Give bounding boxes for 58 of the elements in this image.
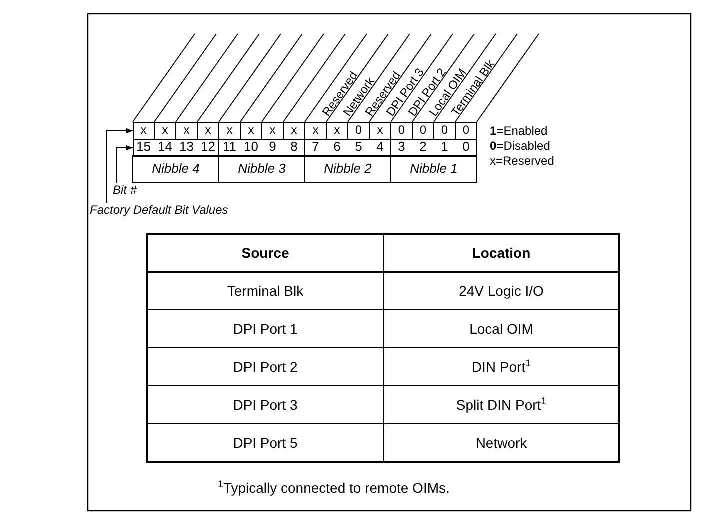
- bit-number: 4: [376, 140, 385, 154]
- bit-default-value: x: [376, 123, 384, 137]
- bit-default-value: x: [247, 123, 256, 137]
- bit-number: 12: [200, 140, 216, 154]
- bit-default-value: x: [333, 123, 342, 137]
- table-cell-text: Split DIN Port$^{1}$: [455, 398, 548, 412]
- table-header: Source: [240, 246, 290, 260]
- bit-number: 6: [332, 140, 342, 154]
- table-cell-text: Network: [474, 436, 528, 450]
- bit-default-value: x: [268, 123, 277, 137]
- bit-default-value: x: [312, 123, 320, 137]
- table-cell-text: DPI Port 3: [232, 398, 299, 412]
- table-cell-text: 24V Logic I/O: [458, 284, 545, 298]
- leader-text: Bit #: [113, 183, 138, 197]
- table-cell-text: DPI Port 5: [232, 436, 299, 450]
- bit-default-value: x: [140, 123, 148, 137]
- bit-default-value: 0: [397, 123, 406, 137]
- footnote: $^{1}$Typically connected to remote OIMs.: [218, 481, 450, 495]
- bit-number: 9: [268, 140, 278, 154]
- nibble-label: Nibble 1: [409, 162, 459, 176]
- bit-default-value: 0: [462, 123, 471, 137]
- bit-number: 15: [136, 140, 152, 154]
- leader-arrow: [106, 128, 134, 204]
- leader-text: Factory Default Bit Values: [90, 203, 228, 217]
- legend-entry: 1=Enabled: [490, 124, 548, 138]
- bit-default-value: x: [161, 123, 170, 137]
- bit-default-value: x: [182, 123, 191, 137]
- bit-number: 2: [418, 140, 428, 154]
- bit-number: 10: [243, 140, 260, 154]
- bit-number: 0: [462, 140, 471, 154]
- legend-entry: 0=Disabled: [490, 139, 550, 153]
- bit-value-row: [133, 122, 477, 140]
- bit-number: 14: [157, 140, 174, 154]
- bit-default-value: 0: [418, 123, 428, 137]
- nibble-label: Nibble 4: [151, 162, 201, 176]
- nibble-label: Nibble 2: [323, 162, 373, 176]
- table-cell-text: DIN Port$^{1}$: [470, 360, 532, 374]
- bit-number: 8: [290, 140, 299, 154]
- table-header: Location: [471, 246, 532, 260]
- table-cell-text: DPI Port 2: [232, 360, 299, 374]
- bit-number-row: [133, 139, 477, 157]
- bit-number: 13: [178, 140, 195, 154]
- bit-default-value: x: [226, 123, 234, 137]
- table-cell-text: Local OIM: [468, 322, 534, 336]
- table-cell-text: DPI Port 1: [232, 322, 299, 336]
- legend-entry: x=Reserved: [490, 154, 554, 168]
- bit-default-value: x: [204, 123, 212, 137]
- bit-number: 1: [440, 140, 450, 154]
- bit-default-value: 0: [440, 123, 450, 137]
- bit-number: 11: [222, 140, 238, 154]
- leader-arrow: [116, 145, 134, 184]
- bit-number: 5: [354, 140, 364, 154]
- bit-default-value: x: [290, 123, 298, 137]
- bit-number: 3: [397, 140, 406, 154]
- bit-number: 7: [311, 140, 320, 154]
- bit-default-value: 0: [354, 123, 364, 137]
- table-cell-text: Terminal Blk: [226, 284, 305, 298]
- nibble-label: Nibble 3: [237, 162, 287, 176]
